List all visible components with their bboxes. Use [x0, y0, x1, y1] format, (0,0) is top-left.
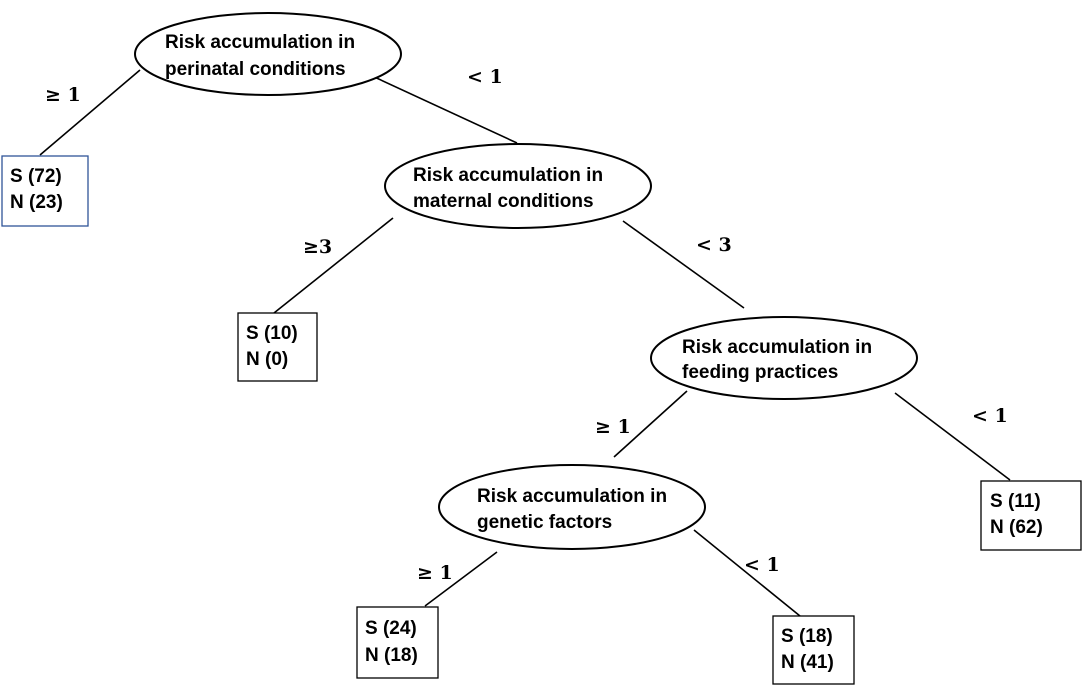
node-feeding-line1: Risk accumulation in [682, 337, 872, 358]
node-perinatal-line2: perinatal conditions [165, 59, 346, 80]
leaf-maternal-ge3-n: N (0) [246, 349, 288, 370]
edge-perinatal-ge [39, 69, 141, 156]
edge-genetic-ge [424, 551, 498, 607]
leaf-genetic-lt1-box [772, 615, 855, 685]
edge-label-genetic-ge: ≥ 1 [417, 562, 453, 584]
node-feeding: Risk accumulation in feeding practices [650, 316, 918, 400]
edge-label-genetic-lt: < 1 [744, 554, 780, 576]
edge-feeding-ge [613, 390, 688, 458]
leaf-genetic-lt1-s: S (18) [781, 626, 833, 647]
edge-feeding-lt [894, 392, 1011, 481]
leaf-maternal-ge3-s: S (10) [246, 323, 298, 344]
leaf-feeding-lt1-n: N (62) [990, 517, 1043, 538]
node-maternal-line2: maternal conditions [413, 191, 594, 212]
edge-genetic-lt [693, 529, 801, 617]
edge-label-maternal-ge: ≥3 [303, 236, 332, 258]
leaf-genetic-lt1: S (18) N (41) [772, 615, 855, 685]
leaf-feeding-lt1-box [980, 480, 1082, 551]
edge-label-perinatal-lt: < 1 [467, 66, 503, 88]
node-maternal: Risk accumulation in maternal conditions [384, 143, 652, 229]
node-genetic-line2: genetic factors [477, 512, 612, 533]
node-genetic: Risk accumulation in genetic factors [438, 464, 706, 550]
leaf-feeding-lt1-s: S (11) [990, 491, 1041, 512]
leaf-feeding-lt1: S (11) N (62) [980, 480, 1082, 551]
leaf-genetic-lt1-n: N (41) [781, 652, 834, 673]
leaf-genetic-ge1: S (24) N (18) [356, 606, 439, 679]
leaf-perinatal-ge1-s: S (72) [10, 166, 62, 187]
edge-label-perinatal-ge: ≥ 1 [45, 84, 81, 106]
edge-perinatal-lt [369, 74, 518, 144]
edge-label-feeding-ge: ≥ 1 [595, 416, 631, 438]
node-perinatal-ellipse [134, 12, 402, 96]
node-perinatal: Risk accumulation in perinatal condition… [134, 12, 402, 96]
edge-label-feeding-lt: < 1 [972, 405, 1008, 427]
node-feeding-ellipse [650, 316, 918, 400]
leaf-genetic-ge1-s: S (24) [365, 618, 417, 639]
edge-maternal-lt [622, 220, 745, 309]
leaf-perinatal-ge1-box [1, 155, 89, 227]
node-maternal-line1: Risk accumulation in [413, 165, 603, 186]
leaf-perinatal-ge1-n: N (23) [10, 192, 63, 213]
edge-label-maternal-lt: < 3 [696, 234, 732, 256]
leaf-genetic-ge1-box [356, 606, 439, 679]
node-genetic-line1: Risk accumulation in [477, 486, 667, 507]
leaf-genetic-ge1-n: N (18) [365, 645, 418, 666]
leaf-maternal-ge3-box [237, 312, 318, 382]
edge-maternal-ge [273, 217, 394, 314]
leaf-perinatal-ge1: S (72) N (23) [1, 155, 89, 227]
node-maternal-ellipse [384, 143, 652, 229]
node-genetic-ellipse [438, 464, 706, 550]
leaf-maternal-ge3: S (10) N (0) [237, 312, 318, 382]
node-perinatal-line1: Risk accumulation in [165, 32, 355, 53]
node-feeding-line2: feeding practices [682, 362, 838, 383]
